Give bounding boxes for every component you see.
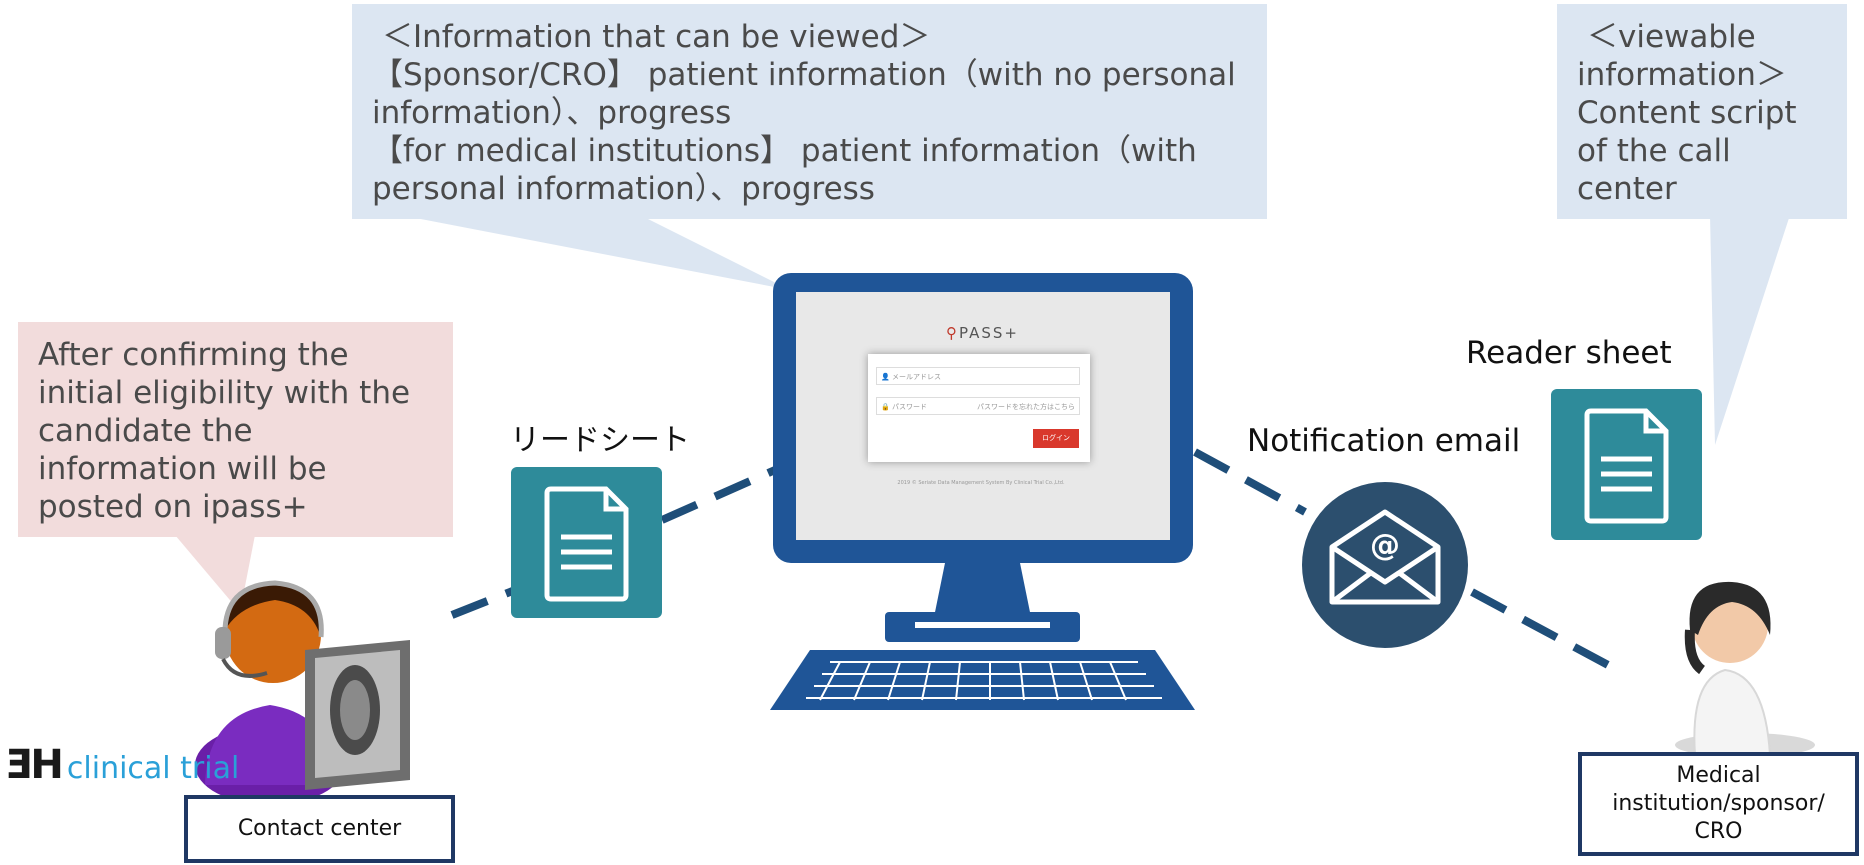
callout-line: information）、progress [372, 95, 732, 131]
lock-icon: 🔒 [881, 403, 890, 411]
user-icon: 👤 [881, 373, 890, 381]
ipass-login-screen: ⚲PASS+ 👤 メールアドレス 🔒 パスワード パスワードを忘れた方はこちら … [796, 292, 1170, 540]
callout-line: information＞ [1577, 57, 1787, 93]
callout-line: center [1577, 171, 1677, 207]
document-icon [544, 486, 629, 602]
email-field[interactable]: 👤 メールアドレス [876, 367, 1080, 385]
eligibility-callout: After confirming the initial eligibility… [18, 322, 453, 537]
medical-institution-label-line: institution/sponsor/ [1612, 791, 1825, 816]
eh-clinical-trial-logo: ƎH clinical trial [5, 742, 239, 788]
brand-text: PASS+ [959, 324, 1019, 342]
footer-text: 2019 © Seriate Data Management System By… [897, 480, 1065, 486]
logo-mark: ƎH [5, 742, 64, 788]
callout-line: 【Sponsor/CRO】 patient information（with n… [372, 57, 1236, 93]
callout-line: initial eligibility with the [38, 375, 411, 411]
call-center-operator-icon [195, 580, 410, 805]
login-footer: 2019 © Seriate Data Management System By… [856, 480, 1106, 486]
contact-center-box: Contact center [184, 795, 455, 863]
login-card: 👤 メールアドレス 🔒 パスワード パスワードを忘れた方はこちら ログイン [868, 354, 1090, 462]
line-lead-sheet-to-computer [660, 466, 777, 524]
medical-institution-label-line: Medical [1676, 763, 1761, 788]
password-placeholder: パスワード [891, 403, 927, 411]
line-contact-to-lead-sheet [450, 586, 517, 619]
callout-line: Content script [1577, 95, 1797, 131]
forgot-password-link[interactable]: パスワードを忘れた方はこちら [977, 403, 1075, 411]
medical-institution-box: Medical institution/sponsor/ CRO [1578, 752, 1859, 856]
callout-line: of the call [1577, 133, 1731, 169]
lead-sheet-tile [511, 467, 662, 618]
logo-text: clinical trial [66, 751, 240, 786]
callout-line: candidate the [38, 413, 253, 449]
callout-line: information will be [38, 451, 327, 487]
line-computer-to-email [1193, 448, 1307, 516]
right-info-callout: ＜viewable information＞ Content script of… [1557, 4, 1847, 219]
contact-center-label: Contact center [237, 816, 402, 841]
notification-email-label: Notification email [1247, 423, 1521, 459]
login-button-label: ログイン [1042, 434, 1070, 442]
pin-icon: ⚲ [946, 324, 959, 342]
callout-line: posted on ipass+ [38, 489, 308, 525]
email-placeholder: メールアドレス [891, 373, 941, 381]
svg-text:@: @ [1370, 528, 1400, 563]
reader-sheet-label: Reader sheet [1466, 335, 1672, 371]
ipass-brand: ⚲PASS+ [946, 324, 1019, 342]
document-icon [1584, 408, 1669, 524]
top-info-callout: ＜Information that can be viewed＞ 【Sponso… [352, 4, 1267, 219]
line-email-to-medical [1470, 588, 1610, 669]
lead-sheet-jp-label: リードシート [510, 423, 690, 458]
callout-line: ＜Information that can be viewed＞ [382, 19, 931, 55]
callout-line: personal information）、progress [372, 171, 875, 207]
reader-sheet-tile [1551, 389, 1702, 540]
medical-staff-icon [1675, 581, 1815, 757]
login-button[interactable]: ログイン [1033, 429, 1079, 448]
medical-institution-label-line: CRO [1694, 819, 1743, 844]
callout-line: ＜viewable [1587, 19, 1756, 55]
email-icon: @ [1302, 482, 1468, 648]
password-field[interactable]: 🔒 パスワード パスワードを忘れた方はこちら [876, 397, 1080, 415]
callout-line: 【for medical institutions】 patient infor… [372, 133, 1197, 169]
callout-line: After confirming the [38, 337, 349, 373]
